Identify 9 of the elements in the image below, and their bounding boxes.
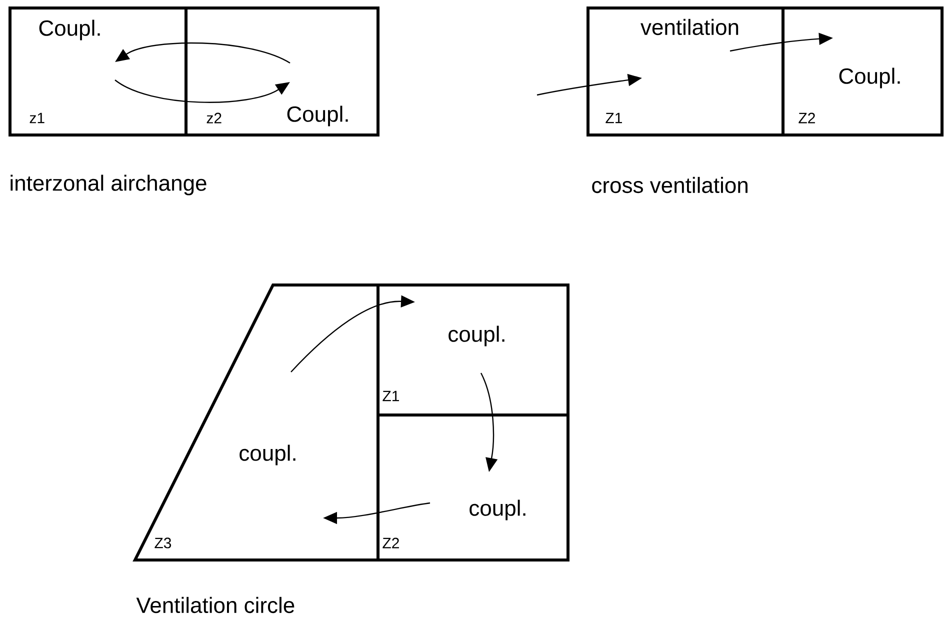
caption: cross ventilation bbox=[592, 176, 748, 194]
zone-box: Coupl. z1 bbox=[8, 6, 188, 136]
caption: Ventilation circle bbox=[136, 596, 294, 614]
zone-box: coupl. Z1 bbox=[376, 284, 570, 416]
zone-box: coupl. Z2 bbox=[376, 414, 570, 562]
caption: interzonal airchange bbox=[10, 174, 206, 196]
zone-box: Coupl. Z2 bbox=[782, 6, 944, 136]
zone-box: z2 Coupl. bbox=[184, 6, 380, 136]
zone-box: ventilation Z1 bbox=[586, 6, 784, 136]
